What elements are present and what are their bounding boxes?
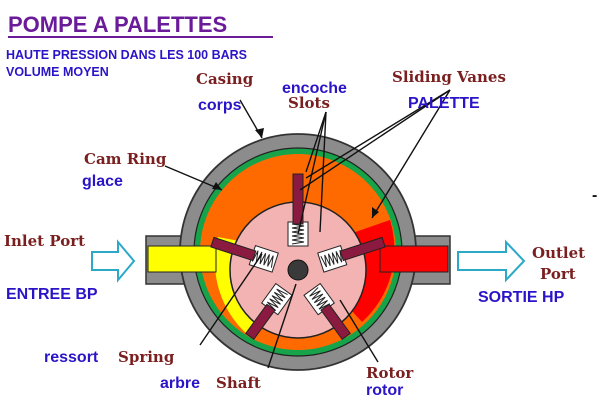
vane-group [210,173,386,340]
outlet-port-label-fr: SORTIE HP [478,289,565,306]
outlet-port-label-line-1: Outlet [532,244,585,262]
slots-label-fr: encoche [282,80,347,97]
spring [320,250,343,268]
vane [210,236,257,262]
cam-ring-label: Cam Ring [84,150,167,168]
spring [266,288,288,312]
diagram-title: POMPE A PALETTES [8,12,227,37]
rotor-label: Rotor [366,364,414,382]
inlet-arrow-icon [91,239,136,283]
spring [309,287,331,310]
shaft-label: Shaft [216,374,261,392]
subtitle-line-2: VOLUME MOYEN [6,65,109,79]
cam-ring-label-fr: glace [82,173,123,190]
spring [251,250,274,268]
sliding-vane [303,282,351,340]
sliding-vane [317,236,386,273]
sliding-vanes-label: Sliding Vanes [392,68,506,86]
casing-label-fr: corps [198,97,242,114]
inlet-port-label: Inlet Port [4,232,85,250]
spring-label: Spring [118,348,175,366]
spring-label-fr: ressort [44,349,99,366]
inlet-port-label-fr: ENTREE BP [6,286,98,303]
slots-label: Slots [288,94,330,112]
vane [292,173,304,225]
outlet-arrow-icon [457,239,526,283]
sliding-vane [245,282,293,340]
spring [291,223,305,245]
outlet-port-label-line-2: Port [540,265,576,283]
outlet-channel [379,245,449,273]
rotor-label-fr: rotor [366,382,403,399]
vane [320,303,351,340]
shaft [287,259,309,281]
inlet-channel [147,245,217,273]
casing-label: Casing [196,70,254,88]
subtitle-line-1: HAUTE PRESSION DANS LES 100 BARS [6,48,247,62]
leader-lines [164,89,451,369]
vane [339,236,386,262]
edge-dash-mark: - [592,187,597,204]
sliding-vanes-label-fr: PALETTE [408,95,480,112]
shaft-label-fr: arbre [160,375,200,392]
sliding-vane [210,236,279,273]
vane [245,303,276,340]
